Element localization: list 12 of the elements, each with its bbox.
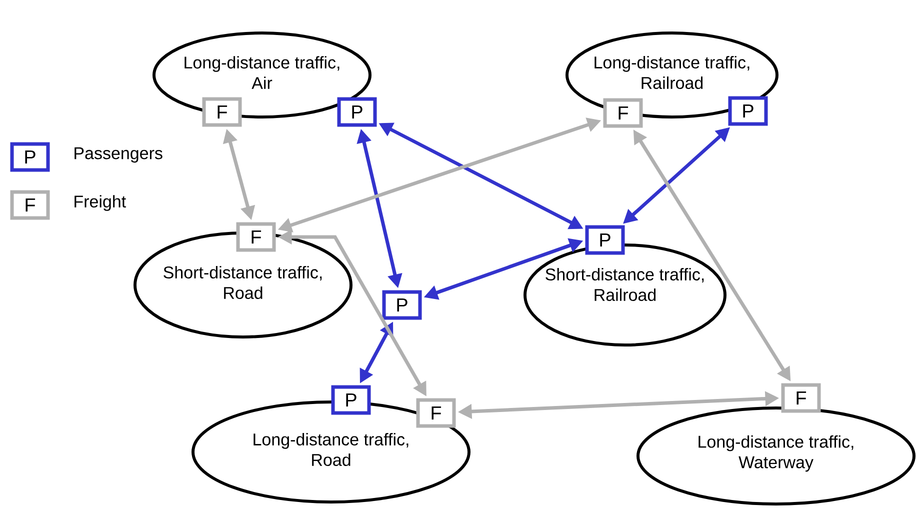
- mode-box: F: [202, 97, 242, 127]
- mode-box: F: [236, 222, 276, 252]
- mode-box: P: [728, 96, 768, 126]
- mode-box: P: [585, 225, 625, 255]
- legend-label: Freight: [74, 195, 126, 211]
- mode-box: F: [603, 98, 643, 128]
- mode-box: F: [781, 383, 821, 413]
- mode-box: P: [382, 290, 422, 320]
- mode-box: P: [337, 97, 377, 127]
- mode-box: P: [331, 385, 371, 415]
- legend-label: Passengers: [74, 147, 162, 163]
- mode-box: F: [416, 398, 456, 428]
